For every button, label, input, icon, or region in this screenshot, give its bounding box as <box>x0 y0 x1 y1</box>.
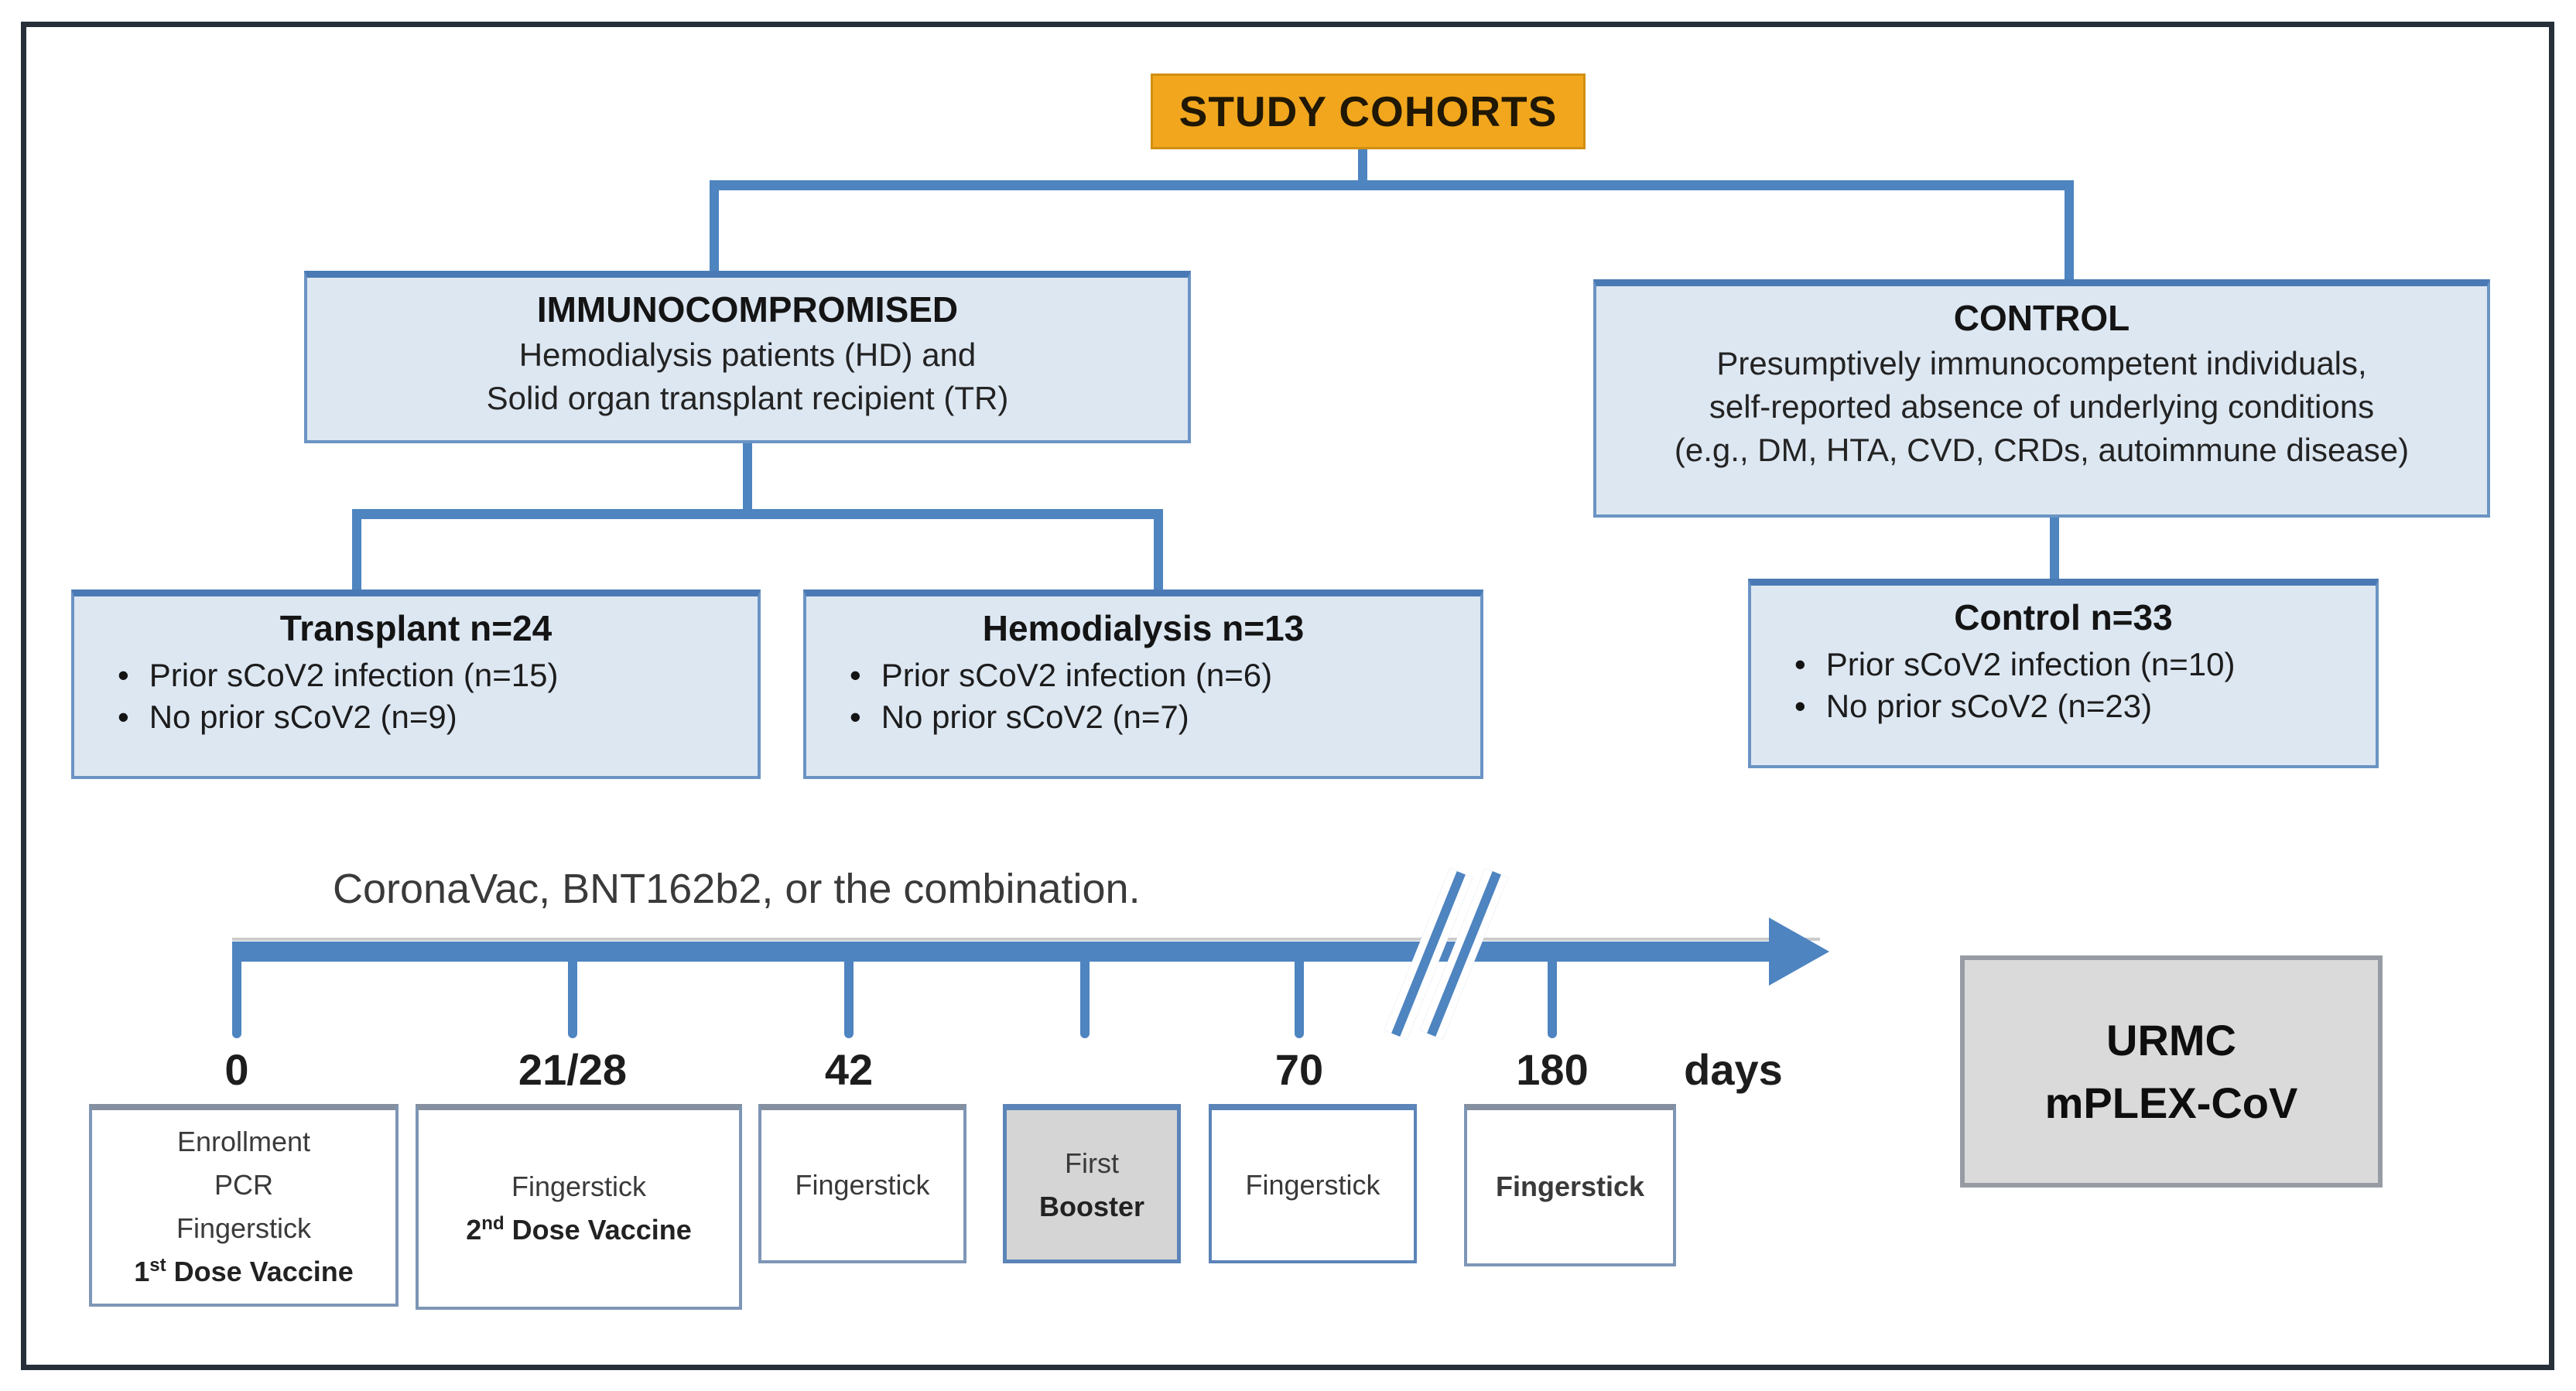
timeline-axis <box>232 942 1772 962</box>
tick-label-42: 42 <box>824 1045 874 1094</box>
hemodialysis-bullet-2: • No prior sCoV2 (n=7) <box>850 699 1480 736</box>
event-box-day42: Fingerstick <box>758 1104 966 1263</box>
tick-day-70 <box>1295 961 1304 1038</box>
tick-label-21-28: 21/28 <box>518 1045 628 1094</box>
bullet-icon: • <box>850 699 861 735</box>
transplant-bullet-1-text: Prior sCoV2 infection (n=15) <box>149 657 559 693</box>
control-box: CONTROL Presumptively immunocompetent in… <box>1593 279 2490 518</box>
transplant-box: Transplant n=24 • Prior sCoV2 infection … <box>71 590 761 779</box>
tick-booster <box>1080 961 1090 1038</box>
transplant-title: Transplant n=24 <box>279 608 552 648</box>
transplant-bullet-2: • No prior sCoV2 (n=9) <box>118 699 758 736</box>
tick-day-21-28 <box>568 961 577 1038</box>
event-day70-line-1: Fingerstick <box>1245 1169 1380 1201</box>
event-box-day21-28: Fingerstick 2nd Dose Vaccine <box>416 1104 742 1310</box>
connector-drop-transplant <box>352 519 361 590</box>
connector-immuno-stub <box>743 443 752 514</box>
timeline-arrowhead-icon <box>1769 918 1829 986</box>
timeline-axis-highlight <box>232 938 1820 941</box>
event-day21-dose-line: 2nd Dose Vaccine <box>466 1213 692 1246</box>
control-line-3: (e.g., DM, HTA, CVD, CRDs, autoimmune di… <box>1674 432 2410 468</box>
event-day0-dose-line: 1st Dose Vaccine <box>134 1254 354 1287</box>
control-n33-box: Control n=33 • Prior sCoV2 infection (n=… <box>1748 579 2379 768</box>
control-n33-bullet-1: • Prior sCoV2 infection (n=10) <box>1794 646 2376 683</box>
transplant-bullet-2-text: No prior sCoV2 (n=9) <box>149 699 457 735</box>
hemodialysis-bullet-1-text: Prior sCoV2 infection (n=6) <box>881 657 1273 693</box>
event-day180-line-1: Fingerstick <box>1495 1171 1645 1203</box>
tick-label-0: 0 <box>224 1045 249 1094</box>
bullet-icon: • <box>118 657 129 693</box>
event-box-first-booster: First Booster <box>1003 1104 1181 1263</box>
hemodialysis-title: Hemodialysis n=13 <box>982 608 1305 648</box>
transplant-bullet-1: • Prior sCoV2 infection (n=15) <box>118 657 758 694</box>
connector-drop-immunocompromised <box>710 190 719 272</box>
immunocompromised-line-2: Solid organ transplant recipient (TR) <box>486 380 1009 416</box>
tick-label-180: 180 <box>1516 1045 1589 1094</box>
tick-day-42 <box>844 961 854 1038</box>
event-day42-line-1: Fingerstick <box>795 1169 930 1201</box>
connector-banner-stub <box>1358 149 1367 185</box>
event-box-day0: Enrollment PCR Fingerstick 1st Dose Vacc… <box>89 1104 399 1307</box>
hemodialysis-bullet-2-text: No prior sCoV2 (n=7) <box>881 699 1189 735</box>
connector-control-stub <box>2050 518 2059 579</box>
tick-day-0 <box>232 961 241 1038</box>
event-box-day70: Fingerstick <box>1209 1104 1417 1263</box>
event-day0-line-3: Fingerstick <box>176 1212 312 1244</box>
control-n33-bullet-1-text: Prior sCoV2 infection (n=10) <box>1825 646 2236 682</box>
hemodialysis-bullet-1: • Prior sCoV2 infection (n=6) <box>850 657 1480 694</box>
banner-title: STUDY COHORTS <box>1179 87 1558 135</box>
connector-drop-hemodialysis <box>1154 519 1163 590</box>
tick-day-180 <box>1548 961 1557 1038</box>
bullet-icon: • <box>118 699 129 735</box>
event-day0-line-1: Enrollment <box>176 1126 311 1158</box>
control-line-1: Presumptively immunocompetent individual… <box>1716 345 2367 381</box>
bullet-icon: • <box>1794 646 1806 682</box>
control-n33-title: Control n=33 <box>1954 597 2173 637</box>
connector-drop-control <box>2065 190 2074 281</box>
axis-unit-label: days <box>1684 1045 1783 1094</box>
event-day0-line-2: PCR <box>214 1169 273 1201</box>
assay-line-1: URMC <box>2106 1015 2236 1065</box>
immunocompromised-title: IMMUNOCOMPROMISED <box>536 289 959 330</box>
bullet-icon: • <box>1794 688 1806 724</box>
event-box-day180: Fingerstick <box>1464 1104 1676 1266</box>
control-n33-bullet-2-text: No prior sCoV2 (n=23) <box>1825 688 2153 724</box>
bullet-icon: • <box>850 657 861 693</box>
assay-line-2: mPLEX-CoV <box>2044 1078 2298 1127</box>
control-line-2: self-reported absence of underlying cond… <box>1709 388 2375 425</box>
immunocompromised-box: IMMUNOCOMPROMISED Hemodialysis patients … <box>304 271 1191 443</box>
event-day21-line-1: Fingerstick <box>511 1171 647 1203</box>
tick-label-70: 70 <box>1274 1045 1324 1094</box>
connector-immuno-horizontal <box>352 509 1163 519</box>
event-booster-line-2: Booster <box>1038 1190 1145 1222</box>
timeline-heading: CoronaVac, BNT162b2, or the combination. <box>333 866 1141 912</box>
immunocompromised-line-1: Hemodialysis patients (HD) and <box>518 337 977 373</box>
study-cohorts-banner: STUDY COHORTS <box>1151 73 1586 149</box>
assay-box: URMC mPLEX-CoV <box>1960 955 2383 1188</box>
event-booster-line-1: First <box>1065 1147 1119 1179</box>
control-n33-bullet-2: • No prior sCoV2 (n=23) <box>1794 688 2376 725</box>
hemodialysis-box: Hemodialysis n=13 • Prior sCoV2 infectio… <box>803 590 1483 779</box>
connector-top-horizontal <box>710 180 2074 190</box>
control-title: CONTROL <box>1953 298 2130 338</box>
